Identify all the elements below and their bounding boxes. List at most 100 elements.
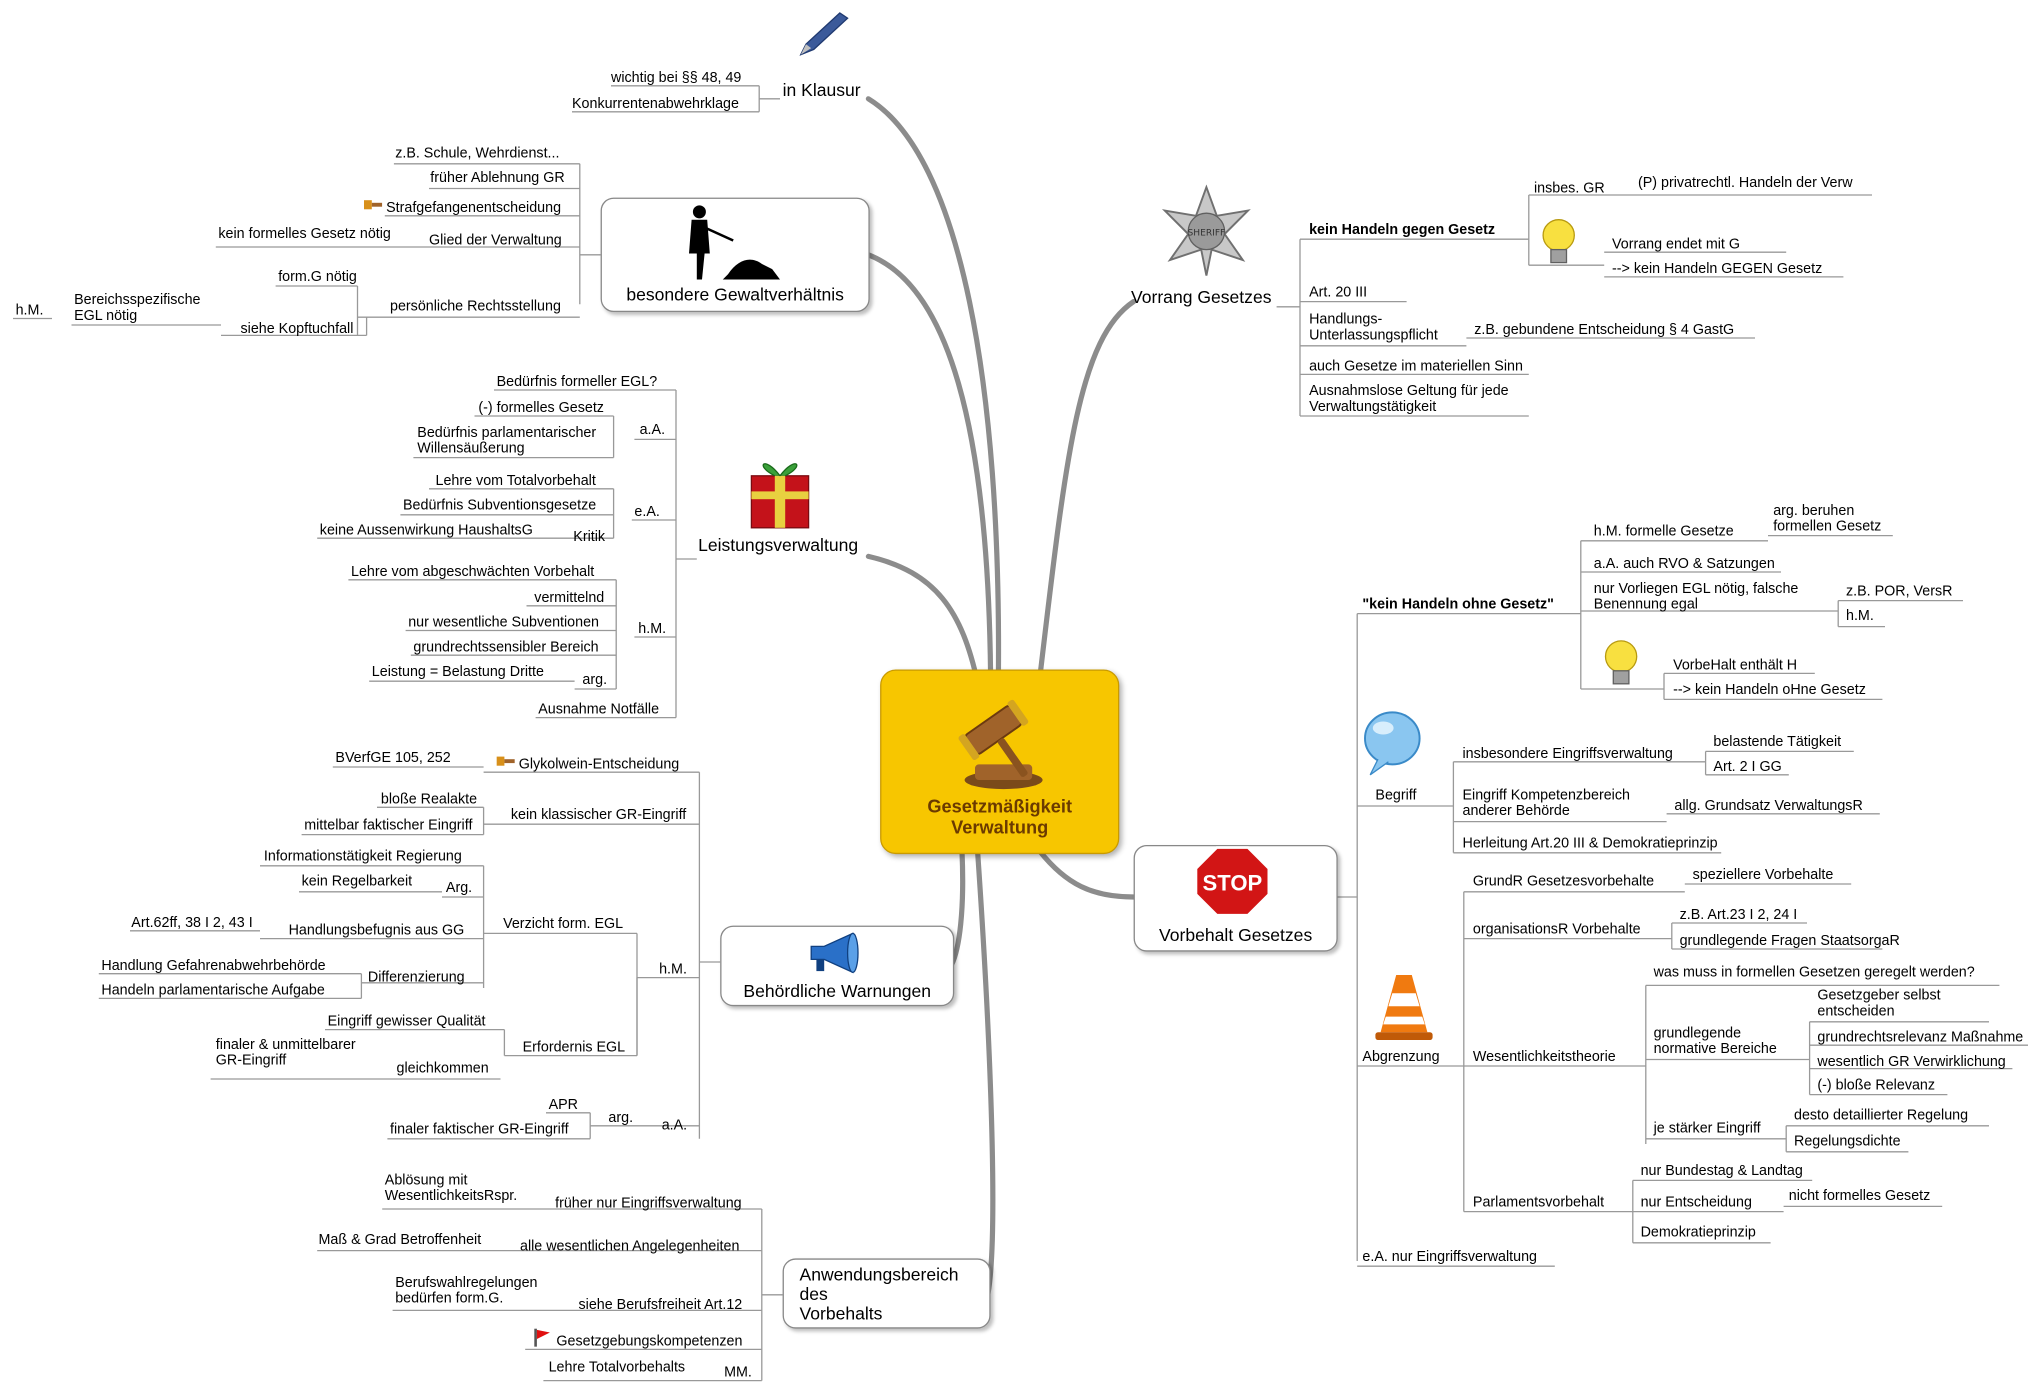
topic-besondere-gewaltverhaeltnis[interactable]: besondere Gewaltverhältnis bbox=[600, 197, 870, 312]
leaf-label: --> kein Handeln GEGEN Gesetz bbox=[1612, 261, 1823, 277]
leaf-label: Begriff bbox=[1375, 787, 1417, 804]
leaf-label: Lehre vom abgeschwächten Vorbehalt bbox=[351, 564, 595, 580]
leaf-label: "kein Handeln ohne Gesetz" bbox=[1362, 596, 1554, 613]
leaf-label: organisationsR Vorbehalte bbox=[1472, 921, 1641, 938]
leaf-label: (-) bloße Relevanz bbox=[1817, 1077, 1936, 1094]
leaf-label: Strafgefangenentscheidung bbox=[386, 200, 562, 216]
leaf-label: z.B. gebundene Entscheidung § 4 GastG bbox=[1474, 322, 1735, 338]
sheriff-text: SHERIFF bbox=[1188, 228, 1226, 238]
leaf-label: Ausnahmslose Geltung für jede Verwaltung… bbox=[1309, 383, 1509, 415]
topic-leistungsverwaltung[interactable]: Leistungsverwaltung bbox=[698, 535, 859, 556]
leaf-label: z.B. Schule, Wehrdienst... bbox=[395, 145, 560, 162]
leaf-label: mittelbar faktischer Eingriff bbox=[304, 817, 473, 834]
leaf-label: Eingriff Kompetenzbereich anderer Behörd… bbox=[1462, 787, 1630, 819]
sheriff-star-icon: SHERIFF bbox=[1161, 184, 1251, 276]
leaf-label: Handlungs- Unterlassungspflicht bbox=[1309, 312, 1438, 344]
leaf-label: h.M. bbox=[1845, 608, 1874, 624]
topic-label: Behördliche Warnungen bbox=[743, 981, 932, 1001]
leaf-label: vermittelnd bbox=[534, 590, 605, 606]
leaf-label: Wesentlichkeitstheorie bbox=[1472, 1049, 1616, 1065]
leaf-label: wichtig bei §§ 48, 49 bbox=[611, 70, 742, 86]
leaf-label: früher nur Eingriffsverwaltung bbox=[555, 1196, 742, 1212]
leaf-label: grundrechtsrelevanz Maßnahme bbox=[1817, 1029, 2024, 1046]
leaf-label: Gesetzgeber selbst entscheiden bbox=[1817, 987, 1941, 1020]
leaf-label: Leistung = Belastung Dritte bbox=[371, 664, 544, 680]
leaf-label: h.M. formelle Gesetze bbox=[1593, 523, 1734, 540]
leaf-label: h.M. bbox=[638, 621, 667, 637]
topic-in-klausur[interactable]: in Klausur bbox=[782, 80, 861, 101]
leaf-label: kein Regelbarkeit bbox=[301, 873, 413, 890]
leaf-label: Herleitung Art.20 III & Demokratieprinzi… bbox=[1462, 835, 1718, 852]
leaf-label: BVerfGE 105, 252 bbox=[335, 750, 451, 766]
leaf-label: kein Handeln gegen Gesetz bbox=[1309, 222, 1496, 238]
leaf-label: Handlungsbefugnis aus GG bbox=[288, 922, 465, 939]
small-hammer-icon bbox=[496, 756, 515, 766]
leaf-label: Eingriff gewisser Qualität bbox=[327, 1013, 486, 1030]
leaf-label: gleichkommen bbox=[396, 1060, 489, 1077]
leaf-label: Berufswahlregelungen bedürfen form.G. bbox=[395, 1275, 538, 1307]
leaf-label: Arg. bbox=[445, 880, 473, 896]
leaf-label: APR bbox=[548, 1097, 579, 1113]
leaf-label: h.M. bbox=[659, 961, 687, 978]
leaf-label: arg. beruhen formellen Gesetz bbox=[1773, 503, 1882, 535]
light-bulb-icon bbox=[1542, 219, 1575, 264]
leaf-label: speziellere Vorbehalte bbox=[1692, 867, 1834, 883]
leaf-label: Handeln parlamentarische Aufgabe bbox=[101, 982, 325, 999]
leaf-label: a.A. bbox=[639, 422, 666, 439]
leaf-label: persönliche Rechtsstellung bbox=[390, 299, 561, 315]
leaf-label: e.A. nur Eingriffsverwaltung bbox=[1362, 1249, 1538, 1265]
leaf-label: grundrechtssensibler Bereich bbox=[413, 639, 599, 656]
gift-box-icon bbox=[750, 463, 810, 529]
bowing-figures-icon bbox=[689, 205, 780, 280]
stop-sign-icon: STOP bbox=[1194, 846, 1271, 917]
leaf-label: Art.62ff, 38 I 2, 43 I bbox=[131, 915, 253, 931]
leaf-label: e.A. bbox=[634, 504, 660, 520]
leaf-label: z.B. Art.23 I 2, 24 I bbox=[1679, 907, 1798, 923]
leaf-label: Kritik bbox=[573, 529, 606, 545]
leaf-label: wesentlich GR Verwirklichung bbox=[1817, 1054, 2006, 1070]
leaf-label: keine Aussenwirkung HaushaltsG bbox=[319, 522, 533, 539]
leaf-label: (P) privatrechtl. Handeln der Verw bbox=[1638, 175, 1853, 192]
leaf-label: Bedürfnis Subventionsgesetze bbox=[403, 497, 597, 514]
leaf-label: a.A. auch RVO & Satzungen bbox=[1593, 556, 1775, 572]
leaf-label: Handlung Gefahrenabwehrbehörde bbox=[101, 958, 326, 974]
leaf-label: nur Entscheidung bbox=[1640, 1194, 1752, 1211]
leaf-label: Regelungsdichte bbox=[1793, 1133, 1901, 1150]
leaf-label: Ablösung mit WesentlichkeitsRspr. bbox=[384, 1172, 518, 1204]
leaf-label: Bedürfnis parlamentarischer Willensäußer… bbox=[417, 425, 597, 457]
leaf-label: nur wesentliche Subventionen bbox=[408, 614, 599, 631]
leaf-label: alle wesentlichen Angelegenheiten bbox=[520, 1238, 740, 1255]
leaf-label: Erfordernis EGL bbox=[522, 1040, 626, 1056]
topic-anwendungsbereich[interactable]: Anwendungsbereich des Vorbehalts bbox=[782, 1258, 991, 1329]
fountain-pen-icon bbox=[799, 12, 849, 56]
leaf-label: Maß & Grad Betroffenheit bbox=[318, 1232, 482, 1248]
red-flag-icon bbox=[534, 1328, 550, 1347]
leaf-label: form.G nötig bbox=[278, 269, 357, 285]
topic-label: Vorbehalt Gesetzes bbox=[1159, 925, 1313, 946]
leaf-label: Art. 20 III bbox=[1309, 284, 1368, 301]
central-topic[interactable]: Gesetzmäßigkeit Verwaltung bbox=[880, 669, 1120, 855]
leaf-label: --> kein Handeln oHne Gesetz bbox=[1673, 682, 1866, 699]
leaf-label: siehe Berufsfreiheit Art.12 bbox=[578, 1297, 743, 1313]
leaf-label: siehe Kopftuchfall bbox=[240, 321, 354, 337]
leaf-label: arg. bbox=[582, 672, 608, 688]
leaf-label: Lehre vom Totalvorbehalt bbox=[435, 473, 596, 489]
leaf-label: allg. Grundsatz VerwaltungsR bbox=[1674, 798, 1863, 814]
traffic-cone-icon bbox=[1375, 974, 1433, 1040]
leaf-label: Konkurrentenabwehrklage bbox=[572, 96, 739, 112]
topic-vorrang-gesetzes[interactable]: Vorrang Gesetzes bbox=[1131, 287, 1272, 307]
leaf-label: kein formelles Gesetz nötig bbox=[218, 226, 391, 242]
leaf-label: grundlegende Fragen StaatsorgaR bbox=[1679, 933, 1900, 949]
leaf-label: Parlamentsvorbehalt bbox=[1472, 1194, 1605, 1211]
light-bulb-icon bbox=[1604, 640, 1638, 685]
leaf-label: grundlegende normative Bereiche bbox=[1653, 1025, 1777, 1057]
leaf-label: Abgrenzung bbox=[1362, 1049, 1440, 1065]
leaf-label: Gesetzgebungskompetenzen bbox=[556, 1333, 743, 1350]
topic-label: besondere Gewaltverhältnis bbox=[626, 284, 844, 305]
leaf-label: Art. 2 I GG bbox=[1713, 759, 1782, 775]
leaf-label: h.M. bbox=[15, 302, 44, 319]
leaf-label: nicht formelles Gesetz bbox=[1788, 1188, 1931, 1204]
leaf-label: GrundR Gesetzesvorbehalte bbox=[1472, 873, 1655, 890]
